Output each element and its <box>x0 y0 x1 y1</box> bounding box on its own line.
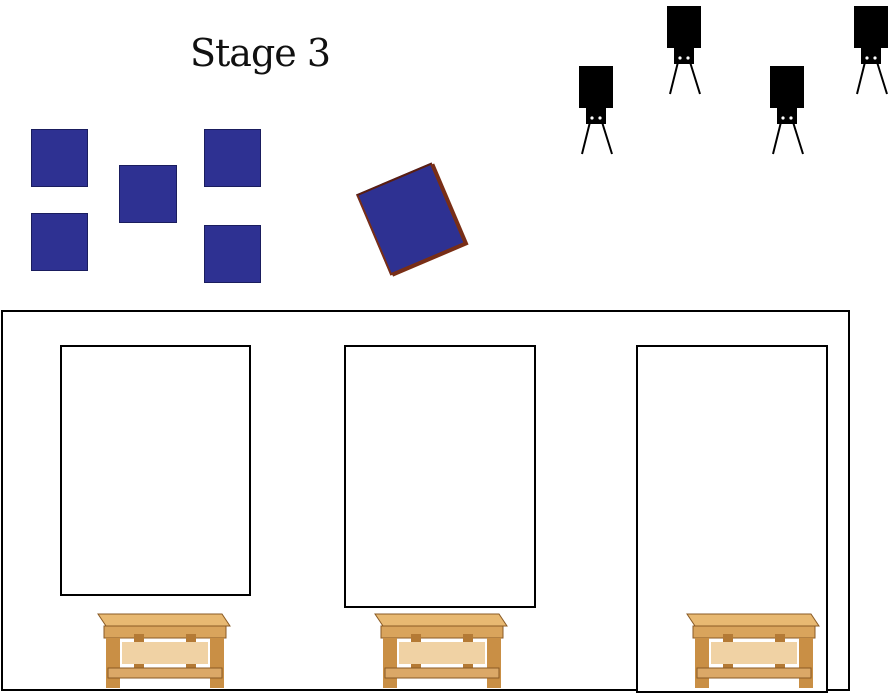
display-panel <box>344 345 536 608</box>
camera-tripod-icon <box>576 64 618 156</box>
blue-block <box>31 129 88 187</box>
blue-block <box>204 129 261 187</box>
blue-block <box>31 213 88 271</box>
camera-tripod-icon <box>767 64 809 156</box>
camera-tripod-icon <box>851 4 893 96</box>
stage-title: Stage 3 <box>190 28 340 78</box>
display-panel <box>60 345 251 596</box>
blue-block <box>119 165 177 223</box>
table-icon <box>683 606 821 690</box>
table-icon <box>371 606 509 690</box>
tilted-blue-block <box>356 162 466 275</box>
blue-block <box>204 225 261 283</box>
camera-tripod-icon <box>664 4 706 96</box>
table-icon <box>94 606 232 690</box>
